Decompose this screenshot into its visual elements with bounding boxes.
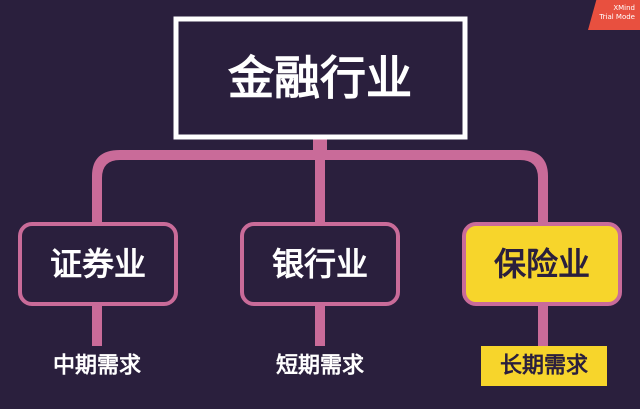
watermark-mode: Trial Mode (599, 13, 635, 21)
leaf-highlight-background (481, 346, 607, 386)
branch-node-banking[interactable]: 银行业 (240, 222, 400, 306)
connector-leaf-3 (538, 304, 548, 346)
connector-leaf-2 (315, 304, 325, 346)
connector-bus (92, 150, 548, 224)
connector-leaf-1 (92, 304, 102, 346)
leaf-label-insurance: 长期需求 (500, 354, 588, 379)
leaf-label-securities: 中期需求 (53, 354, 141, 379)
watermark-brand: XMind (613, 4, 635, 12)
branch-label-banking: 银行业 (272, 245, 368, 283)
connector-branch-2-stem (315, 158, 325, 224)
branch-node-securities[interactable]: 证券业 (18, 222, 178, 306)
leaf-label-banking: 短期需求 (276, 354, 364, 379)
root-node[interactable]: 金融行业 (173, 16, 468, 140)
connector-root-stem (313, 138, 327, 150)
branch-label-securities: 证券业 (50, 245, 146, 283)
root-label: 金融行业 (227, 51, 412, 105)
branch-node-insurance[interactable]: 保险业 (462, 222, 622, 306)
branch-label-insurance: 保险业 (494, 245, 590, 283)
trial-mode-badge: XMind Trial Mode (588, 0, 640, 30)
